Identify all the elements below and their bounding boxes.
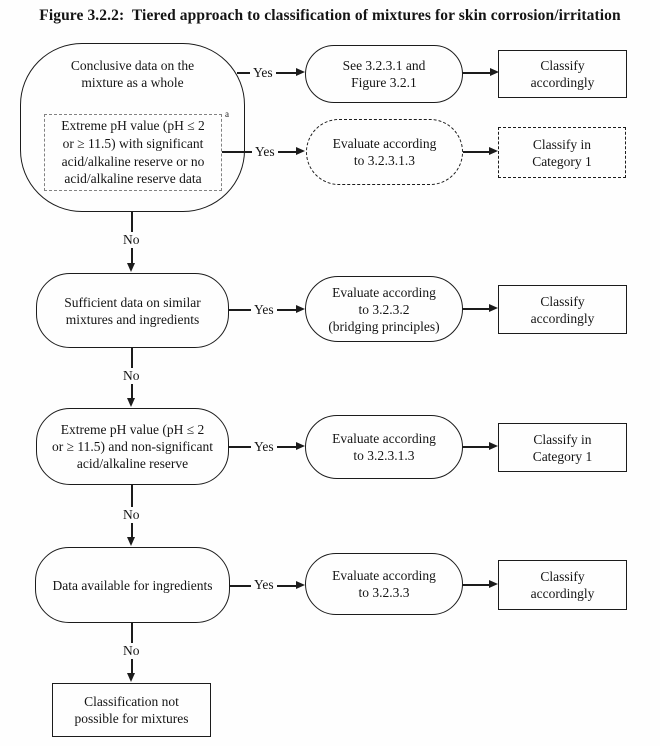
connector-no-4-label: No [120,643,143,659]
node-evaluate-3-2-3-3: Evaluate according to 3.2.3.3 [305,553,463,615]
node-sufficient-data: Sufficient data on similar mixtures and … [36,273,229,348]
connector-no-2-arrowhead [127,398,135,407]
connector-row4-arrowhead [489,442,498,450]
connector-no-3-label: No [120,507,143,523]
connector-yes-5-label: Yes [251,577,277,593]
node-see-3-2-3-1: See 3.2.3.1 and Figure 3.2.1 [305,45,463,103]
connector-yes-2-arrowhead [296,147,305,155]
node-evaluate-3-2-3-2: Evaluate according to 3.2.3.2 (bridging … [305,276,463,342]
connector-row4-line [462,446,490,448]
node-conclusive-data-text: Conclusive data on the mixture as a whol… [70,58,195,90]
node-conclusive-data: Conclusive data on the mixture as a whol… [20,43,245,212]
connector-row1-arrowhead [490,68,499,76]
node-extreme-ph-note: Extreme pH value (pH ≤ 2 or ≥ 11.5) with… [44,114,222,191]
connector-no-4-arrowhead [127,673,135,682]
connector-yes-4-arrowhead [296,442,305,450]
connector-yes-3-arrowhead [296,305,305,313]
connector-yes-1-arrowhead [296,68,305,76]
node-extreme-ph-non-significant: Extreme pH value (pH ≤ 2 or ≥ 11.5) and … [36,408,229,485]
connector-no-2-label: No [120,368,143,384]
footnote-marker-a: a [225,109,229,119]
figure-title: Figure 3.2.2: Tiered approach to classif… [39,7,621,24]
node-evaluate-3-2-3-1-3-dashed: Evaluate according to 3.2.3.1.3 [306,119,463,185]
connector-yes-1-label: Yes [250,65,276,81]
node-evaluate-3-2-3-1-3: Evaluate according to 3.2.3.1.3 [305,415,463,479]
node-classify-accordingly-1: Classify accordingly [498,50,627,98]
connector-yes-3-label: Yes [251,302,277,318]
connector-no-1-arrowhead [127,263,135,272]
node-classify-accordingly-2: Classify accordingly [498,285,627,334]
node-classify-accordingly-3: Classify accordingly [498,560,627,610]
connector-yes-5-arrowhead [296,581,305,589]
connector-row5-line [462,584,490,586]
node-classify-category1-dashed: Classify in Category 1 [498,127,626,178]
connector-yes-4-label: Yes [251,439,277,455]
node-data-available: Data available for ingredients [35,547,230,623]
connector-row2-line [463,151,490,153]
connector-row5-arrowhead [489,580,498,588]
connector-row1-line [462,72,491,74]
node-classification-not-possible: Classification not possible for mixtures [52,683,211,737]
connector-row2-arrowhead [489,147,498,155]
connector-row3-arrowhead [489,304,498,312]
connector-no-3-arrowhead [127,537,135,546]
connector-row3-line [462,308,490,310]
connector-yes-2-label: Yes [252,144,278,160]
node-classify-category1: Classify in Category 1 [498,423,627,472]
connector-no-1-label: No [120,232,143,248]
